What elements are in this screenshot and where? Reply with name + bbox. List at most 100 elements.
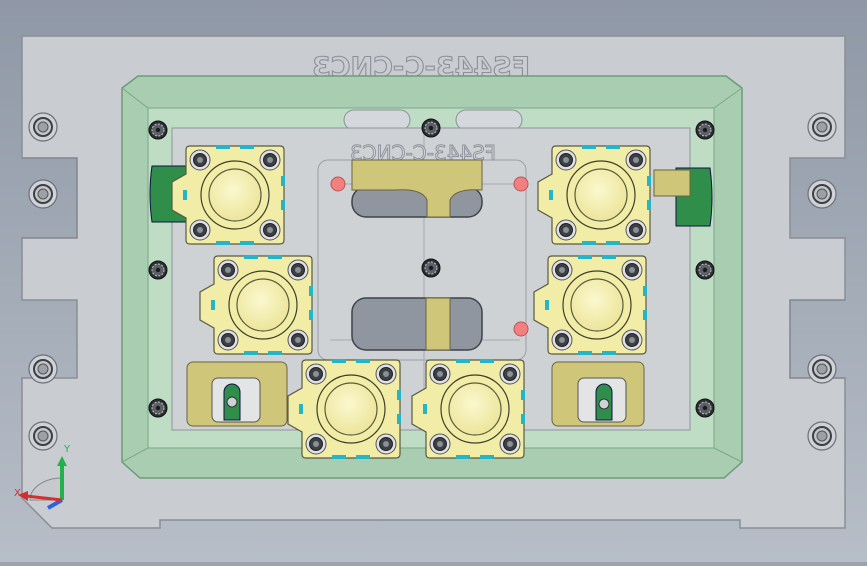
red-marker [513,176,529,192]
screw-icon [375,363,397,385]
screw-icon [189,219,211,241]
switch-component[interactable] [171,145,285,245]
x-axis-icon [25,494,63,502]
cyan-marker [332,455,346,459]
switch-dome [448,382,502,436]
cyan-marker [647,200,651,210]
screw-icon [555,149,577,171]
cyan-marker [356,359,370,363]
mount-hole-icon [807,354,837,384]
switch-dome [324,382,378,436]
screw-icon [259,219,281,241]
screw-icon [217,329,239,351]
x-axis-label: X [14,488,21,499]
screw-icon [217,259,239,281]
screw-icon [625,219,647,241]
cyan-marker [309,286,313,296]
cyan-marker [240,241,254,245]
red-marker [513,321,529,337]
screw-icon [499,433,521,455]
component-layer [171,145,651,459]
cyan-marker [299,404,303,414]
bolt-icon [148,120,168,140]
screw-icon [625,149,647,171]
cyan-marker [647,176,651,186]
cyan-marker [240,145,254,149]
cyan-marker [643,310,647,320]
cyan-marker [216,145,230,149]
cyan-marker [643,286,647,296]
cyan-marker [244,351,258,355]
cyan-marker [309,310,313,320]
cyan-marker [211,300,215,310]
cyan-marker [397,390,401,400]
screw-icon [551,329,573,351]
switch-dome [574,168,628,222]
switch-component[interactable] [537,145,651,245]
mount-hole-icon [807,179,837,209]
screw-icon [375,433,397,455]
switch-component[interactable] [533,255,647,355]
cyan-marker [578,255,592,259]
top-slot [455,109,523,131]
cyan-marker [356,455,370,459]
cyan-marker [582,241,596,245]
screw-icon [259,149,281,171]
screw-icon [305,433,327,455]
bolt-icon [421,118,441,138]
switch-component[interactable] [199,255,313,355]
screw-icon [499,363,521,385]
screw-icon [555,219,577,241]
cyan-marker [578,351,592,355]
screw-icon [429,433,451,455]
cyan-marker [332,359,346,363]
axis-triad[interactable]: Y X [14,444,71,510]
cyan-marker [397,414,401,424]
cyan-marker [606,145,620,149]
screw-icon [429,363,451,385]
cyan-marker [521,414,525,424]
cyan-marker [183,190,187,200]
screw-icon [305,363,327,385]
cyan-marker [216,241,230,245]
screw-icon [287,329,309,351]
bolt-icon [148,260,168,280]
yellow-strip-bottom [425,297,451,351]
cyan-marker [480,359,494,363]
screw-icon [287,259,309,281]
mount-hole-icon [28,179,58,209]
cyan-marker [456,455,470,459]
screw-icon [551,259,573,281]
cyan-marker [268,351,282,355]
switch-component[interactable] [411,359,525,459]
cyan-marker [281,200,285,210]
cyan-marker [545,300,549,310]
mount-hole-icon [28,112,58,142]
cyan-marker [423,404,427,414]
cyan-marker [606,241,620,245]
cyan-marker [521,390,525,400]
bolt-icon [421,258,441,278]
mount-hole-icon [807,421,837,451]
switch-dome [236,278,290,332]
screw-icon [621,329,643,351]
switch-component[interactable] [287,359,401,459]
cyan-marker [549,190,553,200]
z-axis-icon [47,498,63,510]
yellow-strip-top [351,159,483,218]
red-marker [330,176,346,192]
switch-dome [208,168,262,222]
cyan-marker [244,255,258,259]
cyan-marker [456,359,470,363]
mount-hole-icon [807,112,837,142]
screw-icon [621,259,643,281]
bolt-icon [695,260,715,280]
bolt-icon [695,398,715,418]
base-plate-notch-left [22,157,78,239]
bolt-icon [148,398,168,418]
cyan-marker [602,255,616,259]
top-slot [343,109,411,131]
right-clamp-block [653,169,691,197]
